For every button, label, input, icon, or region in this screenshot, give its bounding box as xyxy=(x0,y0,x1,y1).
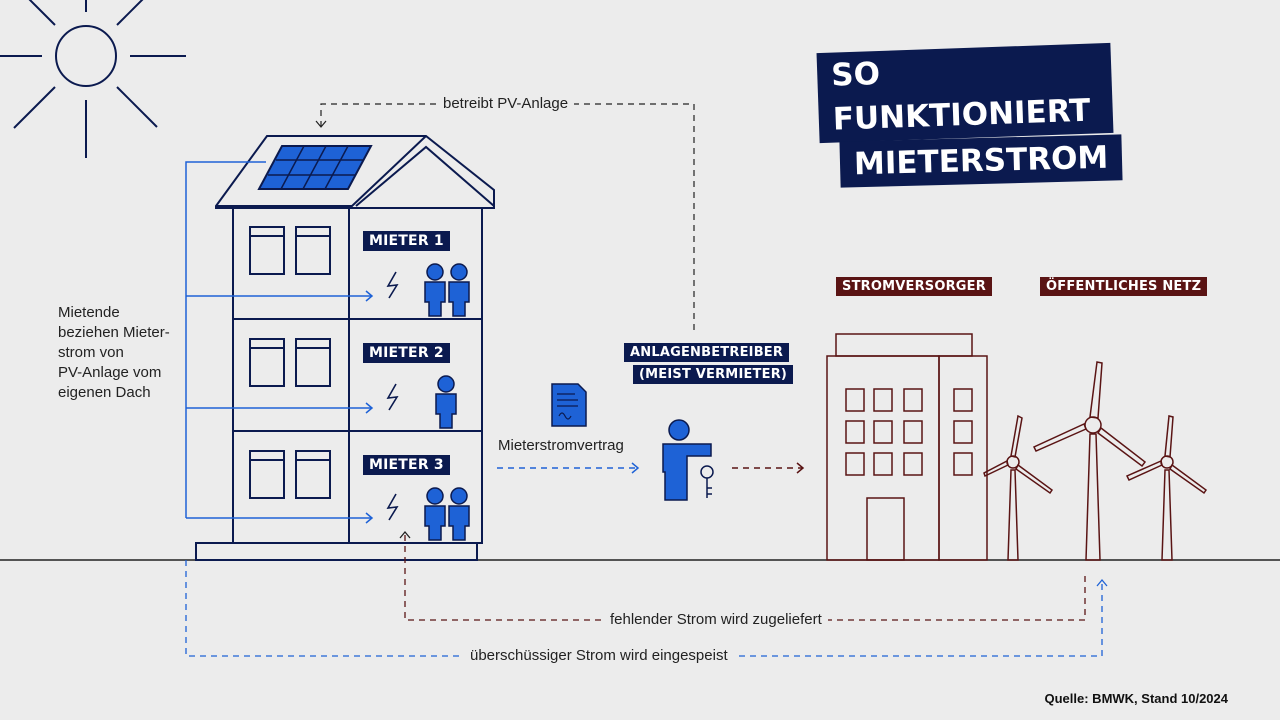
contract-label: Mieterstromvertrag xyxy=(498,437,624,454)
description-line: strom von xyxy=(58,344,124,361)
tenant-1-tag: MIETER 1 xyxy=(363,231,450,251)
operator-tag-line-1: ANLAGENBETREIBER xyxy=(624,343,790,362)
operator-to-supplier-arrow xyxy=(732,462,805,474)
wind-turbine-icon xyxy=(1125,415,1208,561)
tenant-2-tag: MIETER 2 xyxy=(363,343,450,363)
supplier-tag: STROMVERSORGER xyxy=(836,277,992,296)
description-line: Mietende xyxy=(58,304,120,321)
page-title: SO FUNKTIONIERT MIETERSTROM xyxy=(812,42,1123,188)
tenant-description: Mietende beziehen Mieter- strom von PV-A… xyxy=(58,303,170,403)
source-note: Quelle: BMWK, Stand 10/2024 xyxy=(1044,691,1229,706)
tenant-person-icon xyxy=(448,487,470,541)
power-supplier-building xyxy=(826,333,988,561)
tenant-person-icon xyxy=(424,487,446,541)
lightning-icon xyxy=(386,271,399,299)
missing-power-label: fehlender Strom wird zugeliefert xyxy=(604,611,828,628)
key-icon xyxy=(700,465,714,498)
solar-panel-icon xyxy=(257,145,373,190)
sun-icon xyxy=(0,0,186,158)
tenant-3-tag: MIETER 3 xyxy=(363,455,450,475)
operator-person-icon xyxy=(662,419,712,501)
lightning-icon xyxy=(386,493,399,521)
pv-supply-lines xyxy=(185,161,374,524)
tenant-person-icon xyxy=(424,263,446,317)
description-line: PV-Anlage vom xyxy=(58,364,162,381)
wind-turbine-icon xyxy=(983,414,1054,561)
pv-operation-label: betreibt PV-Anlage xyxy=(437,95,575,112)
contract-document-icon xyxy=(551,383,587,427)
contract-arrow xyxy=(497,462,640,474)
title-line-1: SO FUNKTIONIERT xyxy=(816,42,1114,144)
surplus-power-arrow xyxy=(185,560,1108,657)
description-line: eigenen Dach xyxy=(58,384,151,401)
description-line: beziehen Mieter- xyxy=(58,324,170,341)
grid-tag: ÖFFENTLICHES NETZ xyxy=(1040,277,1208,296)
title-line-2: MIETERSTROM xyxy=(839,134,1123,188)
surplus-power-label: überschüssiger Strom wird eingespeist xyxy=(464,647,734,664)
tenant-person-icon xyxy=(448,263,470,317)
operator-tag-line-2: (MEIST VERMIETER) xyxy=(633,365,794,384)
tenant-person-icon xyxy=(435,375,457,429)
wind-turbine-icon xyxy=(1032,361,1147,561)
missing-power-arrow xyxy=(399,530,1086,621)
lightning-icon xyxy=(386,383,399,411)
